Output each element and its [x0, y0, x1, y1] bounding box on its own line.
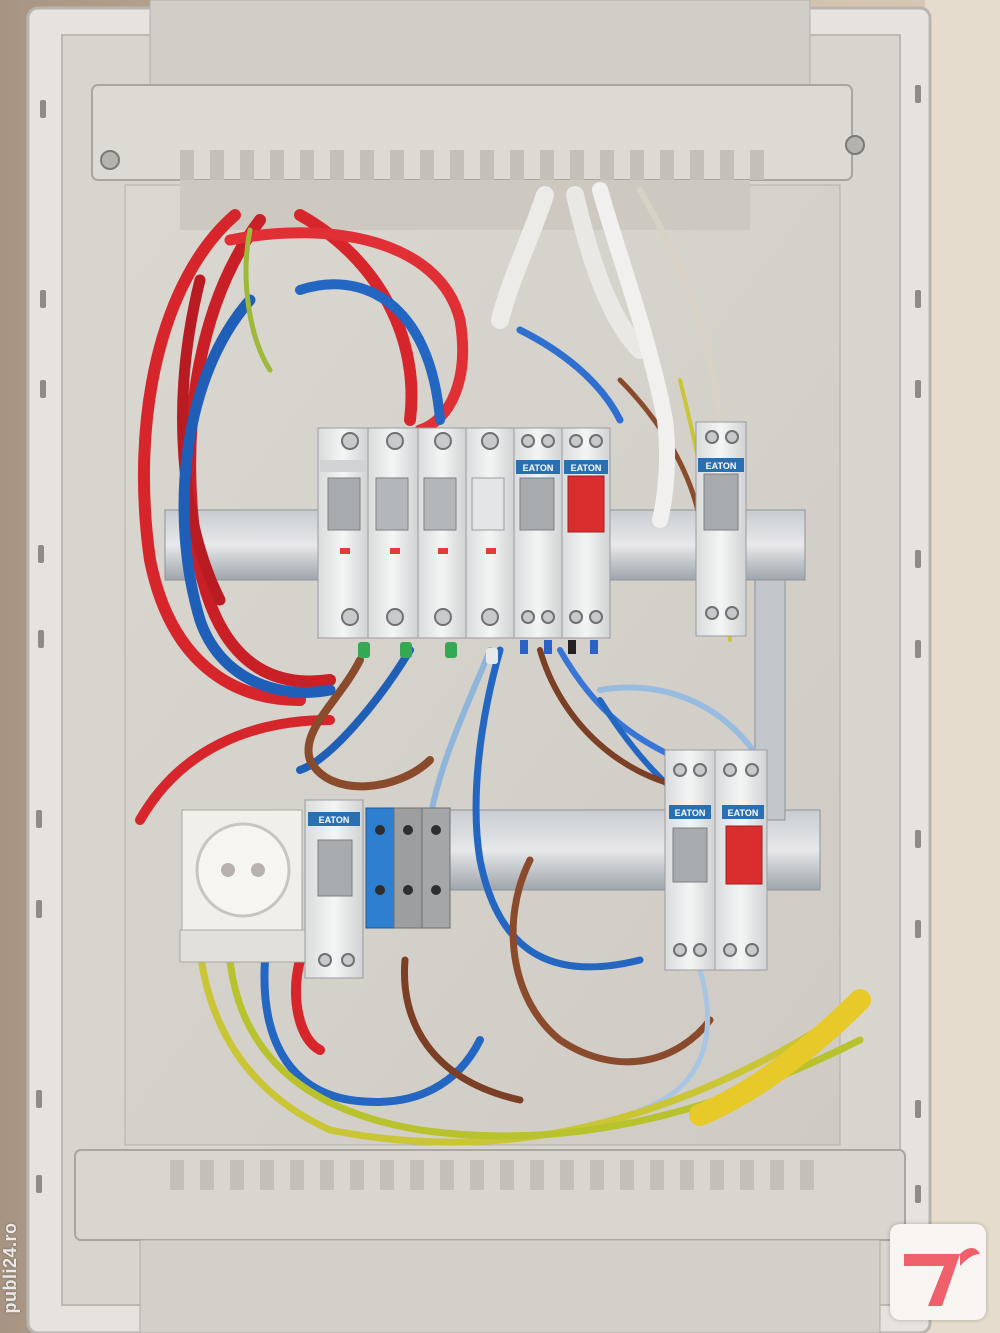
frame-slots-right [915, 85, 921, 1203]
top-breaker-row: EATON EATON EATON [317, 421, 747, 639]
svg-text:EATON: EATON [523, 463, 554, 473]
frame-slots-left [36, 100, 46, 1193]
watermark-text: publi24.ro [0, 1222, 20, 1314]
top-mesh-opening [180, 180, 750, 230]
svg-text:EATON: EATON [675, 808, 706, 818]
top-cover [149, 0, 811, 91]
terminal-blocks [365, 807, 451, 929]
yellow-conduit [689, 989, 871, 1126]
watermark-logo [890, 1224, 986, 1320]
top-comb [91, 84, 853, 181]
svg-text:EATON: EATON [571, 463, 602, 473]
socket-breaker: EATON [304, 799, 364, 979]
bottom-cover [139, 1239, 881, 1333]
top-comb-teeth [180, 150, 764, 180]
bottom-breaker-row: EATON EATON [664, 749, 768, 971]
svg-text:EATON: EATON [706, 461, 737, 471]
bottom-comb-teeth [170, 1160, 814, 1190]
wall-right-plaster [925, 0, 1000, 1333]
ferrules [358, 640, 598, 664]
svg-text:EATON: EATON [319, 815, 350, 825]
light-blue-cable-bundle [427, 647, 763, 1113]
svg-text:EATON: EATON [728, 808, 759, 818]
white-conduits [491, 182, 723, 528]
din-socket [179, 809, 306, 963]
watermark-logo-icon [904, 1248, 980, 1306]
